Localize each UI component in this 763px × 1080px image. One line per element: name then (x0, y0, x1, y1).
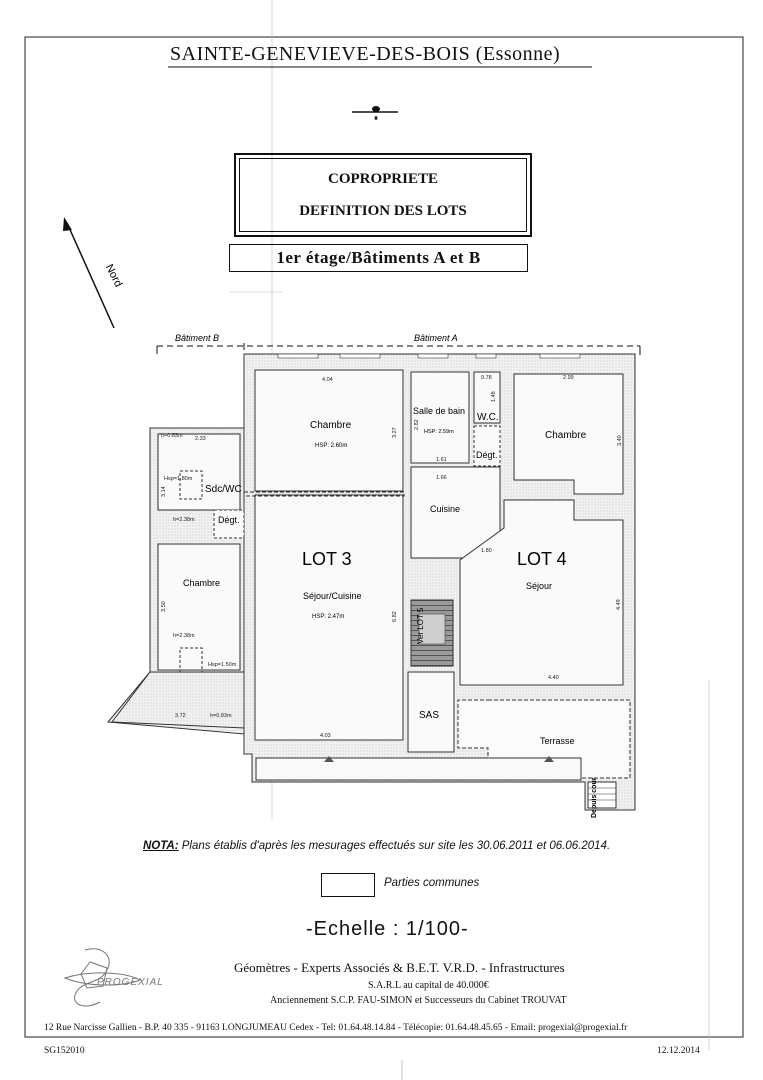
label-sejour-lot4: Séjour (526, 581, 552, 591)
dim-327: 3.27 (392, 427, 398, 438)
firm-name: Géomètres - Experts Associés & B.E.T. V.… (234, 960, 565, 975)
room-sdc-wc-b (157, 433, 241, 511)
title-line-2: DEFINITION DES LOTS (299, 203, 467, 219)
nota: NOTA: Plans établis d'après les mesurage… (143, 840, 610, 852)
title-box: COPROPRIETE DEFINITION DES LOTS (234, 153, 532, 237)
batiment-b-walls (106, 427, 245, 735)
room-sejour-lot3 (254, 494, 404, 741)
dim-166: 1.66 (436, 475, 447, 481)
dim-404: 4.04 (322, 377, 333, 383)
dim-hsp180: Hsp=1.80m (164, 476, 193, 482)
room-wc (473, 371, 501, 424)
label-lot3: LOT 3 (302, 549, 352, 569)
batiment-a-label: Bâtiment A (414, 333, 458, 343)
dim-340: 3.40 (617, 435, 623, 446)
label-sas: SAS (419, 710, 439, 721)
dim-314: 3.14 (161, 486, 167, 497)
label-chambre-b: Chambre (183, 578, 220, 588)
title-line-1: COPROPRIETE (327, 171, 438, 187)
label-chambre-lot3: Chambre (310, 420, 352, 431)
label-degt-b: Dégt. (218, 515, 240, 525)
room-sas (407, 671, 455, 753)
dim-233: 2.33 (195, 436, 206, 442)
room-degt-b (213, 509, 245, 539)
legend-swatch (321, 873, 375, 897)
north-label: Nord (103, 262, 125, 289)
label-escalier: Ver LOT 5 (416, 607, 425, 644)
label-salle-de-bain: Salle de bain (413, 406, 465, 416)
dim-682: 6.82 (392, 611, 398, 622)
town-heading: SAINTE-GENEVIEVE-DES-BOIS (Essonne) (170, 43, 561, 65)
room-chambre-b (157, 543, 241, 671)
dim-440: 4.40 (548, 675, 559, 681)
room-salle-de-bain (410, 371, 470, 464)
dim-161: 1.61 (436, 457, 447, 463)
compass-icon (352, 106, 398, 120)
dim-h238b: h=2.38m (173, 633, 195, 639)
label-chambre-lot4: Chambre (545, 430, 587, 441)
dim-299: 2.99 (563, 375, 574, 381)
label-terrasse: Terrasse (540, 736, 575, 746)
document-date: 12.12.2014 (657, 1046, 700, 1056)
dim-078: 0.78 (481, 375, 492, 381)
batiment-b-label: Bâtiment B (175, 333, 219, 343)
label-sejour-lot3-hsp: HSP: 2.47m (312, 614, 344, 620)
batiment-a-walls (243, 353, 636, 811)
room-degt (473, 425, 501, 467)
dim-372: 3.72 (175, 713, 186, 719)
label-sdc-wc: Sdc/WC (205, 484, 242, 495)
room-chambre-lot3 (254, 369, 404, 492)
document-ref: SG152010 (44, 1046, 85, 1056)
dim-h238a: h=2.38m (173, 517, 195, 523)
dim-180: 1.80 (481, 548, 492, 554)
nota-text: Plans établis d'après les mesurages effe… (178, 840, 611, 852)
dim-h083: h=0.83m (161, 433, 183, 439)
room-sejour-lot4 (459, 499, 624, 686)
legend-label: Parties communes (384, 877, 480, 889)
firm-address: 12 Rue Narcisse Gallien - B.P. 40 335 - … (44, 1023, 628, 1033)
label-degt: Dégt. (476, 450, 498, 460)
dim-hsp150: Hsp=1.50m (208, 662, 237, 668)
page-frame (24, 36, 744, 1038)
label-sejour-lot3: Séjour/Cuisine (303, 591, 362, 601)
firm-previous: Anciennement S.C.P. FAU-SIMON et Success… (270, 995, 567, 1006)
svg-text:PROGEXIAL: PROGEXIAL (97, 977, 164, 988)
dim-403: 4.03 (320, 733, 331, 739)
north-arrow-icon (63, 217, 115, 329)
label-cuisine: Cuisine (430, 504, 460, 514)
label-lot4: LOT 4 (517, 549, 567, 569)
firm-sarl: S.A.R.L au capital de 40.000€ (368, 980, 489, 991)
scale-label: -Echelle : 1/100- (306, 918, 469, 940)
dim-282: 2.82 (414, 419, 420, 430)
depuis-cour (587, 781, 617, 809)
dim-449: 4.49 (616, 599, 622, 610)
progexial-logo-icon: PROGEXIAL (63, 948, 164, 1007)
label-depuis-cour: Depuis cour (591, 777, 598, 818)
dim-h083b: h=0.83m (210, 713, 232, 719)
dim-350: 3.50 (161, 601, 167, 612)
label-wc: W.C. (477, 412, 499, 423)
label-chambre-lot3-hsp: HSP: 2.60m (315, 443, 347, 449)
room-chambre-lot4 (513, 373, 624, 495)
nota-label: NOTA: (143, 840, 179, 852)
floor-box: 1er étage/Bâtiments A et B (229, 244, 528, 272)
dim-148: 1.48 (491, 391, 497, 402)
label-salle-de-bain-hsp: HSP: 2.59m (424, 429, 454, 435)
